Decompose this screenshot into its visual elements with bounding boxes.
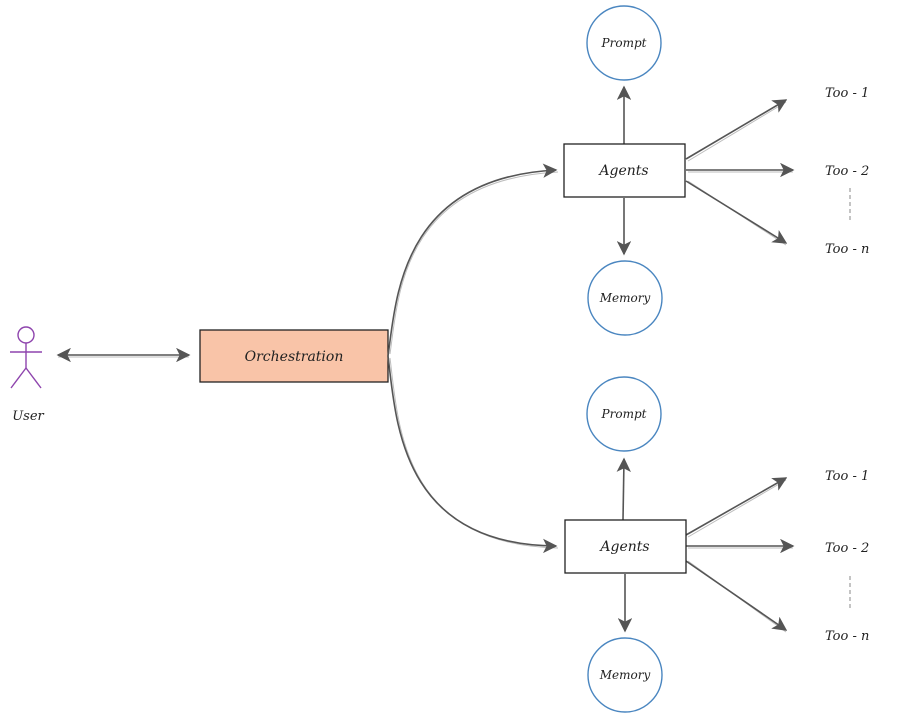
edge-orchestration-agents-2 [387,355,559,554]
prompt-label: Prompt [601,36,647,50]
edge-agent-tool-n [685,560,788,631]
orchestration-node: Orchestration [199,329,389,383]
edge-agent-tool-1 [685,477,788,536]
agent-group-2: Prompt Memory Agents Too - 1 Too - 2 Too… [564,376,869,713]
agent-label: Agents [597,163,648,179]
prompt-node: Prompt [586,5,662,81]
prompt-node: Prompt [586,376,662,452]
agent-group-1: Prompt Memory Agents Too - 1 Too - 2 Too… [563,5,869,336]
agent-node: Agents [563,143,686,198]
tool-label: Too - n [825,629,869,644]
prompt-label: Prompt [601,407,647,421]
edge-agent-tool-n [685,180,788,244]
user-actor: User [10,326,45,424]
tool-label: Too - 2 [825,541,869,556]
tool-label: Too - 2 [825,164,869,179]
edge-agent-prompt [616,457,631,521]
memory-label: Memory [599,291,651,305]
edge-user-orchestration [56,347,191,363]
tool-label: Too - n [825,242,869,257]
memory-node: Memory [587,637,663,713]
stick-figure-icon [10,326,42,389]
edge-orchestration-agents-1 [387,163,559,357]
orchestration-label: Orchestration [245,349,344,365]
memory-label: Memory [599,668,651,682]
tool-label: Too - 1 [825,86,869,101]
user-label: User [12,409,44,424]
tool-label: Too - 1 [825,469,869,484]
agent-label: Agents [598,539,649,555]
agent-node: Agents [564,519,687,574]
edge-agent-tool-1 [685,99,788,160]
memory-node: Memory [587,260,663,336]
